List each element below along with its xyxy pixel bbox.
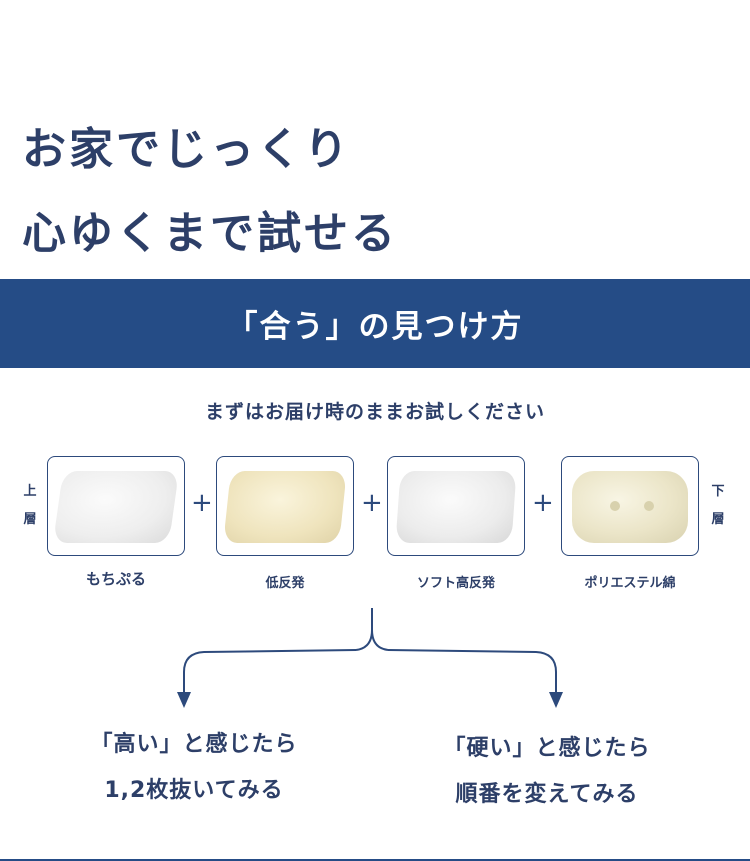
branch-arrow-diagram — [177, 608, 563, 708]
plus-sign: + — [361, 488, 383, 518]
arrowhead-left — [177, 692, 191, 708]
pillow-image-polyester — [572, 471, 688, 543]
top-layer-label: 上 層 — [20, 478, 40, 534]
bottom-layer-label-char-2: 層 — [711, 512, 725, 527]
section-band: 「合う」の見つけ方 — [0, 279, 750, 368]
bottom-layer-label: 下 層 — [708, 478, 728, 534]
pillow-image-mochipuru — [52, 471, 180, 543]
instruction-text: まずはお届け時のままお試しください — [204, 401, 545, 423]
layer-card-soft-high-rebound — [387, 456, 525, 556]
layer-card-low-rebound — [216, 456, 354, 556]
layer-caption-soft-high-rebound: ソフト高反発 — [416, 576, 495, 591]
pillow-image-soft-high-rebound — [395, 471, 517, 543]
layer-caption-polyester: ポリエステル綿 — [584, 576, 676, 591]
layer-card-polyester — [561, 456, 699, 556]
headline: お家でじっくり 心ゆくまで試せる — [22, 108, 398, 276]
headline-line-2: 心ゆくまで試せる — [22, 208, 398, 259]
pillow-image-low-rebound — [223, 471, 347, 543]
layer-caption-mochipuru: もちぷる — [85, 570, 146, 588]
branch-left-arm — [183, 649, 357, 696]
branch-right-arm — [387, 649, 557, 696]
branch-stem-right — [371, 629, 389, 651]
result-too-high: 「高い」と感じたら 1,2枚抜いてみる — [64, 722, 324, 814]
plus-sign: + — [191, 488, 213, 518]
top-layer-label-char-2: 層 — [23, 512, 37, 527]
headline-line-1: お家でじっくり — [22, 124, 351, 175]
result-too-hard-line-2: 順番を変えてみる — [455, 782, 639, 807]
branch-stem — [355, 608, 373, 651]
layer-card-mochipuru — [47, 456, 185, 556]
bottom-layer-label-char-1: 下 — [711, 484, 725, 499]
layer-caption-low-rebound: 低反発 — [265, 576, 305, 591]
result-too-hard-line-1: 「硬い」と感じたら — [443, 736, 651, 761]
result-too-high-line-1: 「高い」と感じたら — [90, 732, 298, 757]
bottom-border — [0, 859, 750, 861]
result-too-hard: 「硬い」と感じたら 順番を変えてみる — [417, 726, 677, 818]
result-too-high-line-2: 1,2枚抜いてみる — [104, 778, 284, 803]
plus-sign: + — [532, 488, 554, 518]
top-layer-label-char-1: 上 — [23, 484, 37, 499]
section-title: 「合う」の見つけ方 — [226, 309, 524, 345]
arrowhead-right — [549, 692, 563, 708]
